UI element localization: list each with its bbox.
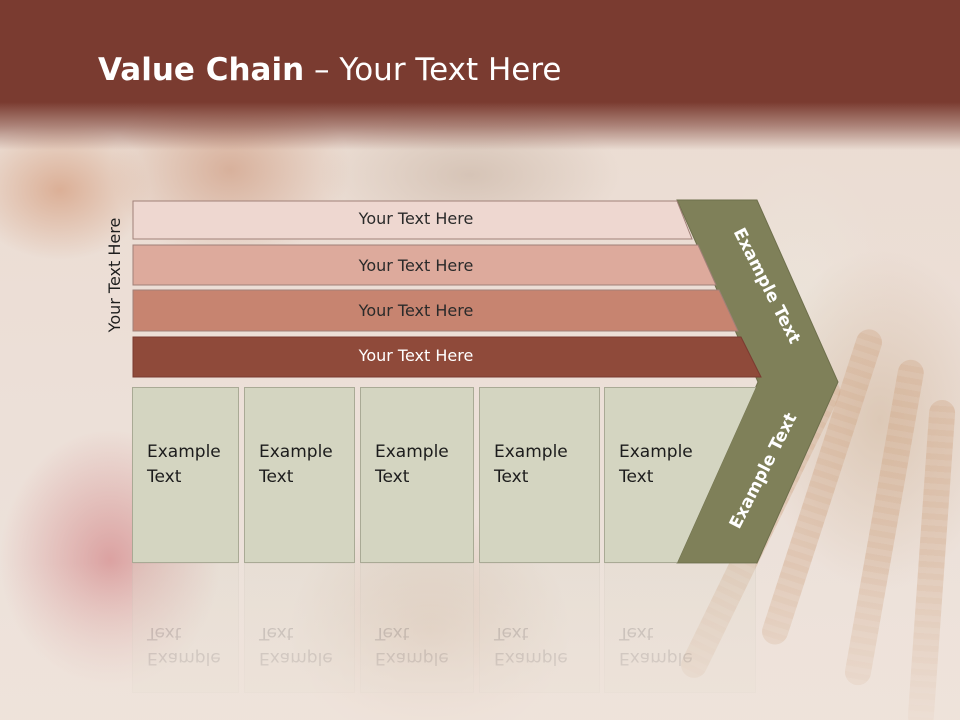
column-1-line1: Example xyxy=(147,442,221,462)
band-4-label: Your Text Here xyxy=(358,346,474,365)
column-4-line1: Example xyxy=(494,442,568,462)
band-4 xyxy=(132,336,762,378)
band-3 xyxy=(132,289,739,332)
band-1-label: Your Text Here xyxy=(358,209,474,228)
title-rest: – Your Text Here xyxy=(304,52,562,88)
reflection-fade xyxy=(0,563,960,720)
column-3-line1: Example xyxy=(375,442,449,462)
column-2-line1: Example xyxy=(259,442,333,462)
column-4-line2: Text xyxy=(494,467,529,487)
band-2-label: Your Text Here xyxy=(358,256,474,275)
slide-title: Value Chain – Your Text Here xyxy=(98,52,561,88)
band-3-label: Your Text Here xyxy=(358,301,474,320)
title-bold: Value Chain xyxy=(98,52,305,88)
column-1-line2: Text xyxy=(147,467,182,487)
column-3-line2: Text xyxy=(375,467,410,487)
band-1 xyxy=(132,200,693,240)
column-5-line2: Text xyxy=(619,467,654,487)
column-5-line1: Example xyxy=(619,442,693,462)
band-2 xyxy=(132,244,717,286)
column-2-line2: Text xyxy=(259,467,294,487)
title-bar xyxy=(0,0,960,150)
